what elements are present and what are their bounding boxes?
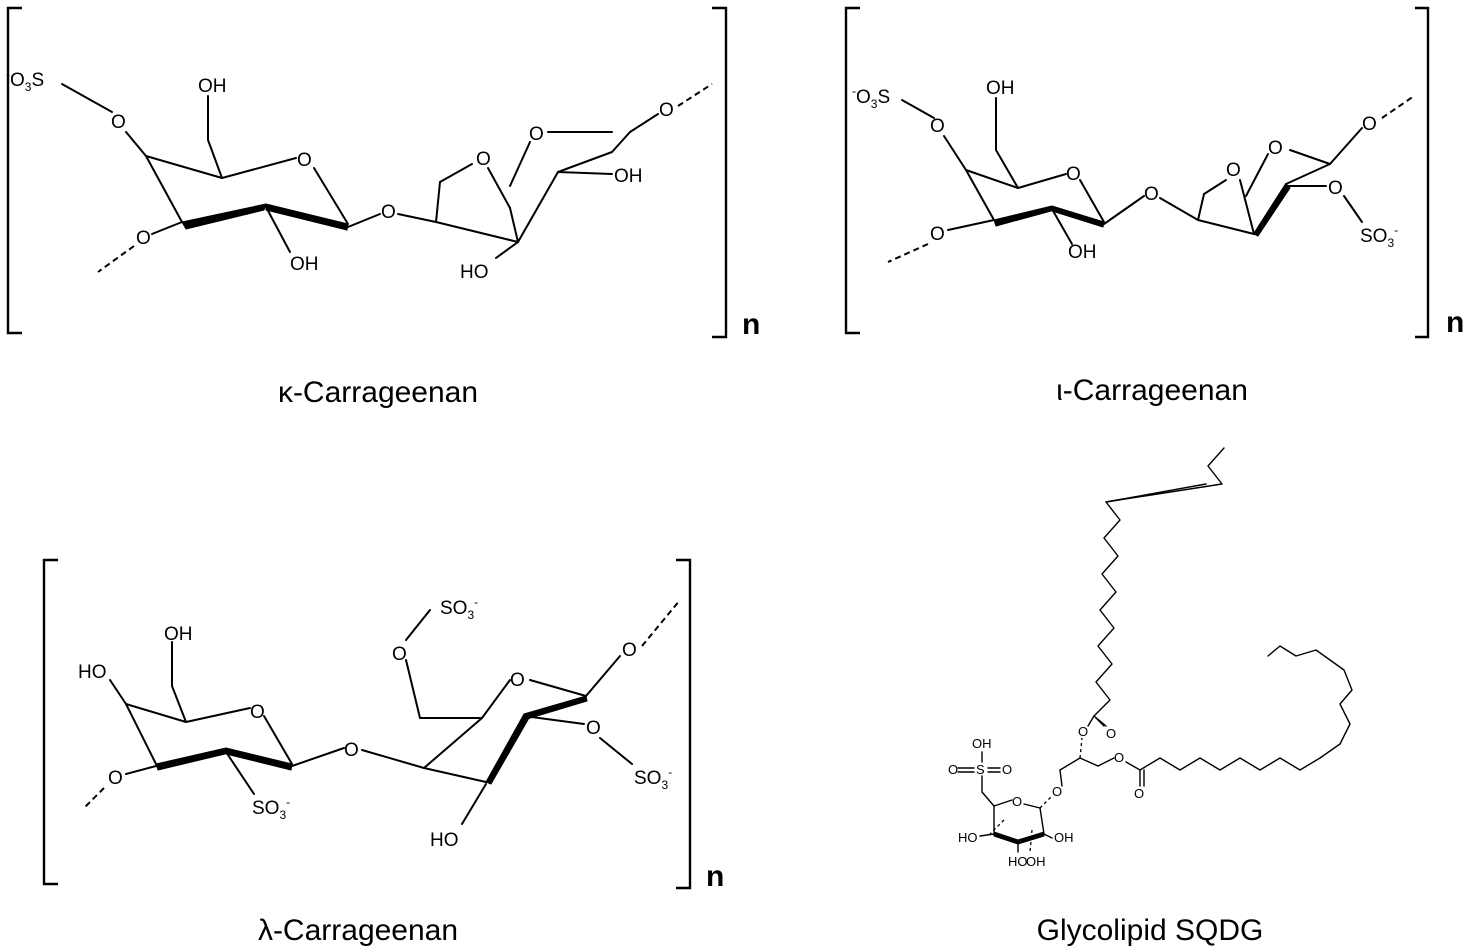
sqdg-caption: Glycolipid SQDG (1037, 914, 1264, 947)
lambda-left-bracket (42, 558, 58, 886)
iota-anhydro-oxygen: O (1226, 160, 1241, 181)
iota-carrageenan-structure: -O3S O O OH OH O O O O O SO (844, 6, 1464, 407)
kappa-oh-label-c: HO (460, 262, 489, 283)
kappa-sulfate-oxygen: O (111, 112, 126, 133)
kappa-ch2oh-label: OH (198, 76, 227, 97)
lambda-ring2-oxygen: O (510, 670, 525, 691)
iota-sulfate2-oxygen: O (1328, 178, 1343, 199)
sqdg-ring-oxygen: O (1012, 794, 1022, 809)
iota-right-link-oxygen: O (1362, 114, 1377, 135)
kappa-sulfate-group: -O3S (6, 67, 44, 94)
sqdg-sulfonyl-o-left: O (948, 762, 958, 777)
kappa-anhydro-oxygen: O (476, 149, 491, 170)
sqdg-structure: OH O S O O HO HO OH OH O O (948, 447, 1353, 869)
iota-caption: ι-Carrageenan (1056, 374, 1248, 407)
lambda-right-bracket (676, 558, 692, 890)
lambda-repeat-n: n (706, 860, 724, 893)
sqdg-glyco-oxygen: O (1052, 784, 1062, 799)
kappa-left-link-oxygen: O (136, 228, 151, 249)
lambda-right-link-oxygen: O (622, 640, 637, 661)
kappa-carrageenan-structure: -O3S O O OH OH O O O (6, 6, 760, 409)
sqdg-sulfonyl-o-right: O (1002, 762, 1012, 777)
kappa-oh-label-b: OH (614, 166, 643, 187)
lambda-sulfate-b: SO3- (634, 765, 672, 792)
kappa-ring-oxygen: O (297, 150, 312, 171)
kappa-right-link-oxygen: O (659, 100, 674, 121)
iota-oh-label-a: OH (1068, 242, 1097, 263)
iota-glycosidic-oxygen: O (1144, 184, 1159, 205)
sqdg-ho-2: HO (1008, 854, 1028, 869)
sqdg-oh-3: OH (1054, 830, 1074, 845)
sqdg-ester1-carbonyl: O (1106, 726, 1116, 741)
iota-ring-oxygen: O (1066, 164, 1081, 185)
lambda-sulfate-top-oxygen: O (392, 644, 407, 665)
iota-sulfate-oxygen: O (930, 116, 945, 137)
lambda-caption: λ-Carrageenan (258, 914, 458, 947)
kappa-caption: κ-Carrageenan (278, 376, 478, 409)
sqdg-ester2-carbonyl: O (1134, 786, 1144, 801)
kappa-left-bracket (6, 6, 22, 335)
lambda-carrageenan-structure: HO O OH SO3- O O O O SO3- O (42, 558, 724, 947)
kappa-glycosidic-oxygen: O (381, 202, 396, 223)
iota-repeat-n: n (1446, 306, 1464, 339)
iota-ring2-oxygen: O (1268, 138, 1283, 159)
sqdg-ester2-oxygen: O (1114, 750, 1124, 765)
sqdg-sulfonyl-s: S (976, 762, 985, 777)
lambda-sulfate-top: SO3- (440, 595, 478, 622)
iota-sulfate-group: -O3S (852, 84, 890, 111)
lambda-ho-top: HO (78, 662, 107, 683)
iota-right-bracket (1415, 6, 1430, 339)
lambda-glycosidic-oxygen: O (344, 740, 359, 761)
kappa-ring2-oxygen: O (529, 124, 544, 145)
iota-ch2oh-label: OH (986, 78, 1015, 99)
lambda-left-link-oxygen: O (108, 768, 123, 789)
sqdg-oh-top: OH (972, 736, 992, 751)
lambda-sulfate-a: SO3- (252, 795, 290, 822)
sqdg-ester1-oxygen: O (1078, 724, 1088, 739)
kappa-repeat-n: n (742, 308, 760, 341)
sqdg-oh-4: OH (1026, 854, 1046, 869)
sqdg-ho-1: HO (958, 830, 978, 845)
iota-left-link-oxygen: O (930, 224, 945, 245)
kappa-oh-label-a: OH (290, 254, 319, 275)
lambda-ch2oh-label: OH (164, 624, 193, 645)
iota-left-bracket (844, 6, 860, 335)
lambda-sulfate-b-oxygen: O (586, 718, 601, 739)
lambda-oh-bottom: HO (430, 830, 459, 851)
kappa-right-bracket (712, 6, 728, 339)
iota-sulfate-right: SO3- (1360, 223, 1398, 250)
lambda-ring-oxygen: O (250, 702, 265, 723)
